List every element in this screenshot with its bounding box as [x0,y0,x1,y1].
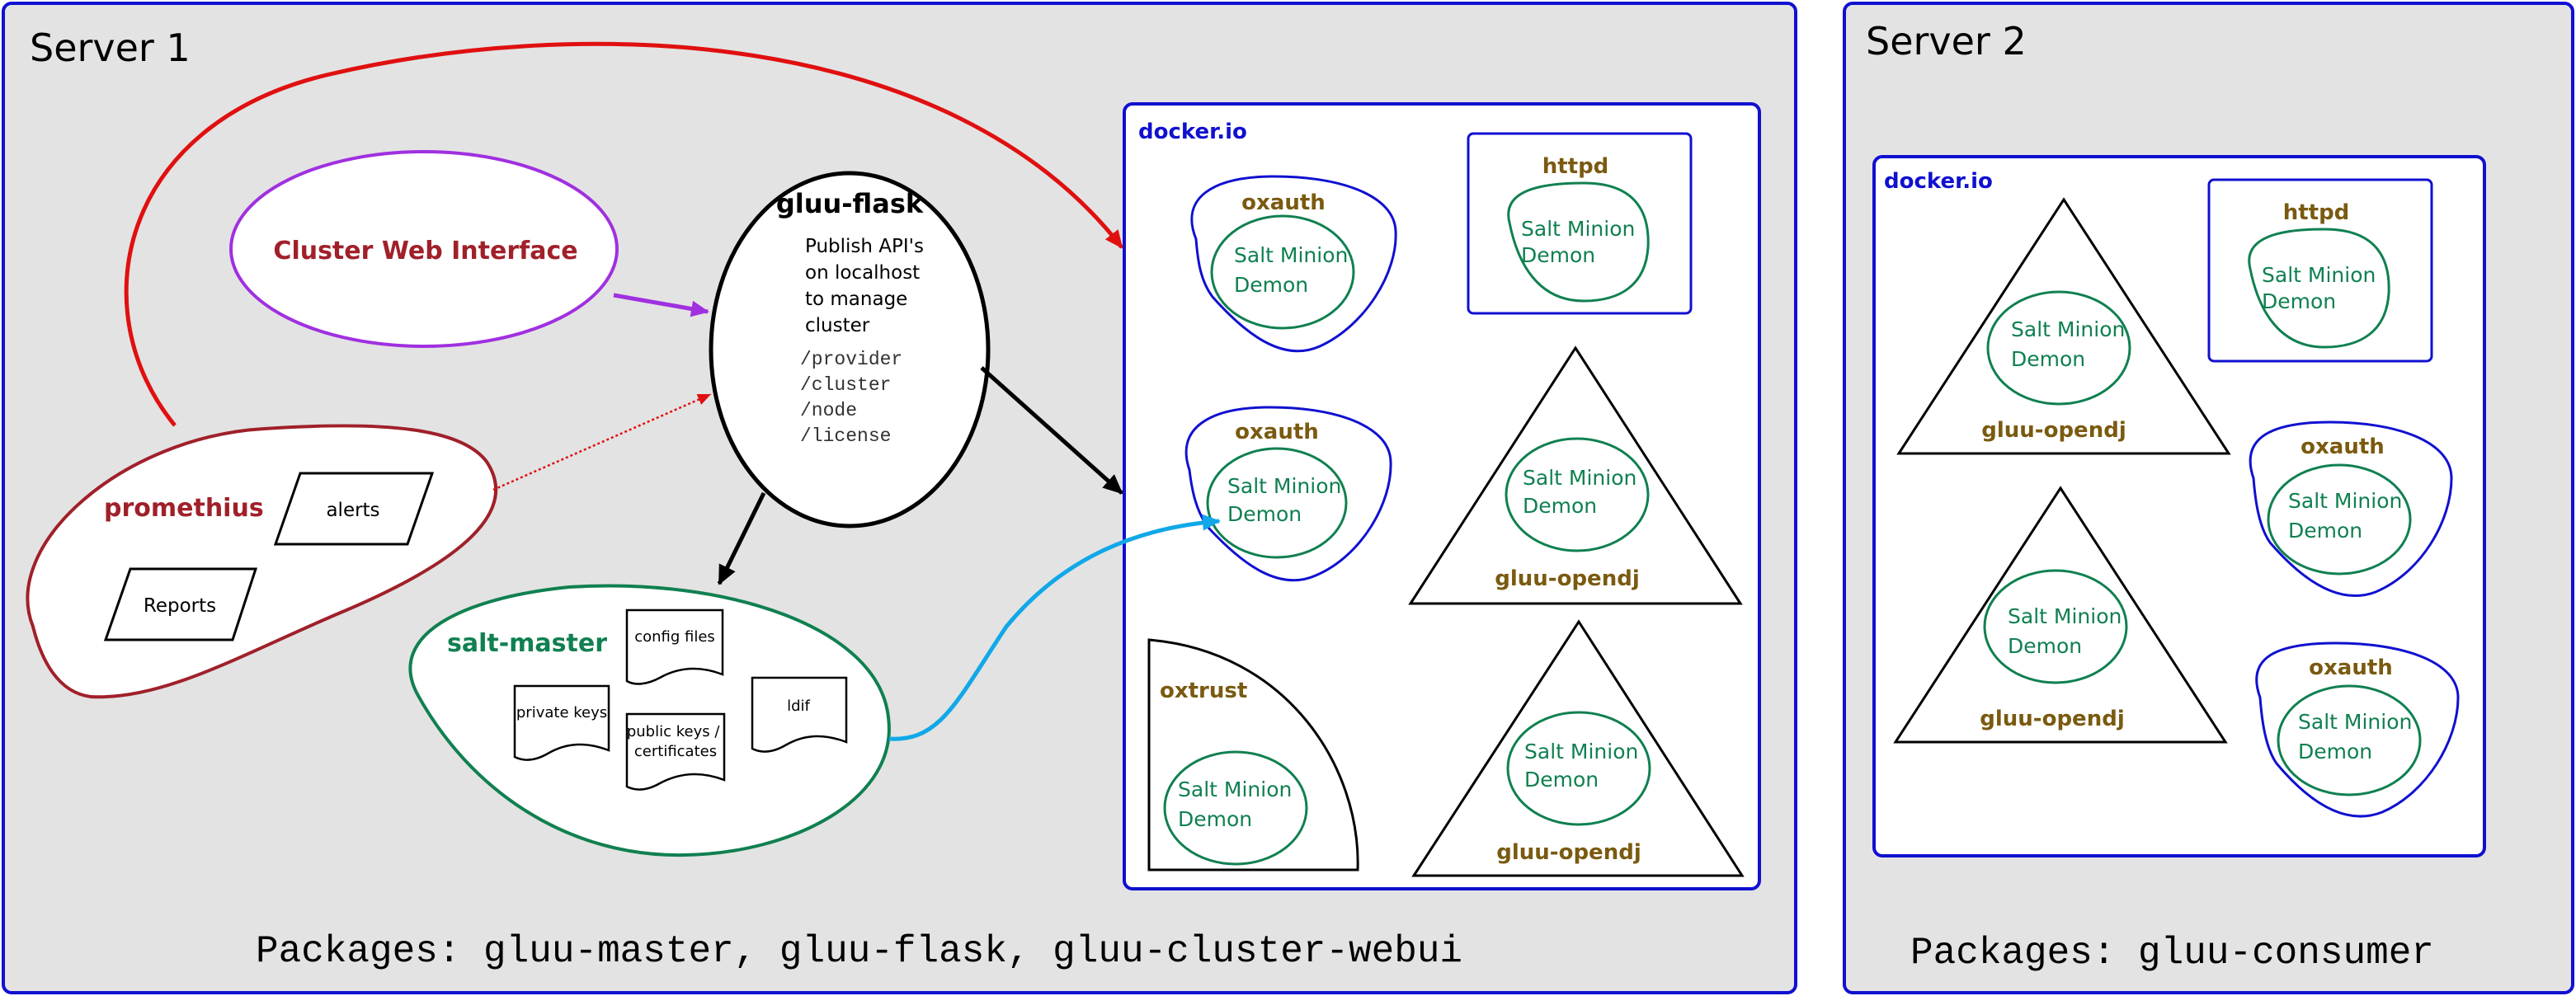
minion-line: Salt Minion [1234,243,1348,267]
salt-minion-label: Salt Minion Demon [2262,263,2382,313]
config-files-label: config files [634,628,715,646]
gluu-flask-description: Publish API's on localhost to manage clu… [805,236,930,336]
minion-line: Demon [1178,807,1252,831]
salt-minion-node [1506,711,1651,826]
minion-line: Demon [2011,347,2085,371]
gluu-flask-node [709,171,991,529]
config-files-doc [625,608,724,685]
salt-minion-label: Salt Minion Demon [1523,466,1643,518]
minion-line: Demon [1227,502,1302,526]
alerts-label: alerts [326,500,379,521]
oxauth-label: oxauth [1241,190,1326,215]
server1-docker-label: docker.io [1138,120,1247,144]
promethius-label: promethius [104,494,264,523]
gluu-opendj-label: gluu-opendj [1496,840,1641,865]
minion-line: Salt Minion [2262,263,2376,287]
endpoint-license: /license [800,425,891,447]
salt-minion-node [1983,569,2128,684]
salt-minion-label: Salt Minion Demon [1227,474,1348,526]
salt-minion-node [1986,290,2131,406]
minion-line: Salt Minion [2011,317,2125,341]
minion-line: Salt Minion [1178,778,1292,801]
salt-minion-label: Salt Minion Demon [2008,604,2128,658]
minion-line: Salt Minion [1524,740,1638,763]
minion-line: Salt Minion [1521,217,1635,241]
salt-master-label: salt-master [447,629,607,658]
gluu-flask-desc-line: cluster [805,315,870,336]
private-keys-doc [513,684,610,761]
salt-minion-label: Salt Minion Demon [2011,317,2131,371]
public-keys-line: certificates [634,743,717,760]
server1-title: Server 1 [30,26,191,70]
reports-label: Reports [144,595,216,617]
web-to-flask-arrow [613,293,709,317]
minion-line: Salt Minion [2008,604,2122,628]
minion-line: Demon [2262,289,2336,313]
gluu-opendj-label: gluu-opendj [1495,566,1639,591]
cluster-web-interface-label: Cluster Web Interface [273,237,577,265]
gluu-flask-endpoints: /provider /cluster /node /license [800,349,914,447]
httpd-label: httpd [2283,200,2350,225]
minion-line: Demon [1521,243,1595,267]
flask-to-docker-arrow [980,366,1123,495]
salt-minion-node [1210,214,1355,330]
cluster-web-interface-node [229,150,619,348]
salt-minion-node [1505,437,1650,552]
gluu-opendj-label: gluu-opendj [1981,418,2126,443]
endpoint-node: /node [800,400,857,421]
oxauth-label: oxauth [2301,435,2385,459]
minion-line: Demon [2298,740,2372,763]
minion-line: Demon [2288,519,2362,543]
flask-to-salt-arrow [717,491,766,585]
reports-parallelogram [103,567,258,641]
salt-to-oxauth-arrow [888,514,1221,741]
salt-minion-node [2267,463,2412,576]
salt-minion-label: Salt Minion Demon [2298,710,2418,763]
public-keys-line: public keys / [627,723,720,740]
ldif-label: ldif [787,698,810,715]
minion-line: Salt Minion [1227,474,1341,498]
ldif-doc [751,676,848,753]
salt-minion-node [1507,181,1650,303]
server2-docker-label: docker.io [1884,169,1993,194]
salt-minion-label: Salt Minion Demon [1178,778,1298,831]
gluu-flask-title: gluu-flask [776,188,924,219]
private-keys-label: private keys [516,704,607,721]
minion-line: Salt Minion [2298,710,2412,734]
minion-line: Salt Minion [2288,489,2402,513]
gluu-opendj-label: gluu-opendj [1980,707,2124,731]
minion-line: Demon [1523,494,1597,518]
alerts-parallelogram [273,472,435,546]
salt-minion-label: Salt Minion Demon [1524,740,1645,792]
public-keys-label: public keys / certificates [627,723,724,760]
minion-line: Demon [1234,273,1308,297]
salt-minion-node [1206,447,1348,559]
endpoint-provider: /provider [800,349,902,370]
salt-minion-label: Salt Minion Demon [1234,243,1354,297]
gluu-flask-desc-line: on localhost [805,262,920,284]
minion-line: Demon [2008,634,2082,658]
endpoint-cluster: /cluster [800,374,891,396]
gluu-flask-desc-line: to manage [805,289,907,310]
salt-minion-label: Salt Minion Demon [1521,217,1641,267]
red-curve-arrow [124,41,1123,427]
public-keys-doc [625,712,726,791]
gluu-flask-desc-line: Publish API's [805,236,924,257]
salt-minion-node [2248,228,2390,349]
salt-minion-label: Salt Minion Demon [2288,489,2409,543]
oxtrust-label: oxtrust [1160,679,1247,703]
minion-line: Demon [1524,768,1599,792]
salt-minion-node [2277,684,2422,796]
salt-minion-node [1163,750,1308,866]
server2-packages: Packages: gluu-consumer [1910,932,2434,975]
promethius-to-flask-arrow [492,392,712,491]
httpd-label: httpd [1542,154,1609,179]
oxauth-label: oxauth [1235,420,1319,444]
server2-title: Server 2 [1866,19,2027,63]
oxauth-label: oxauth [2309,655,2393,680]
minion-line: Salt Minion [1523,466,1636,490]
server1-packages: Packages: gluu-master, gluu-flask, gluu-… [256,930,1462,973]
